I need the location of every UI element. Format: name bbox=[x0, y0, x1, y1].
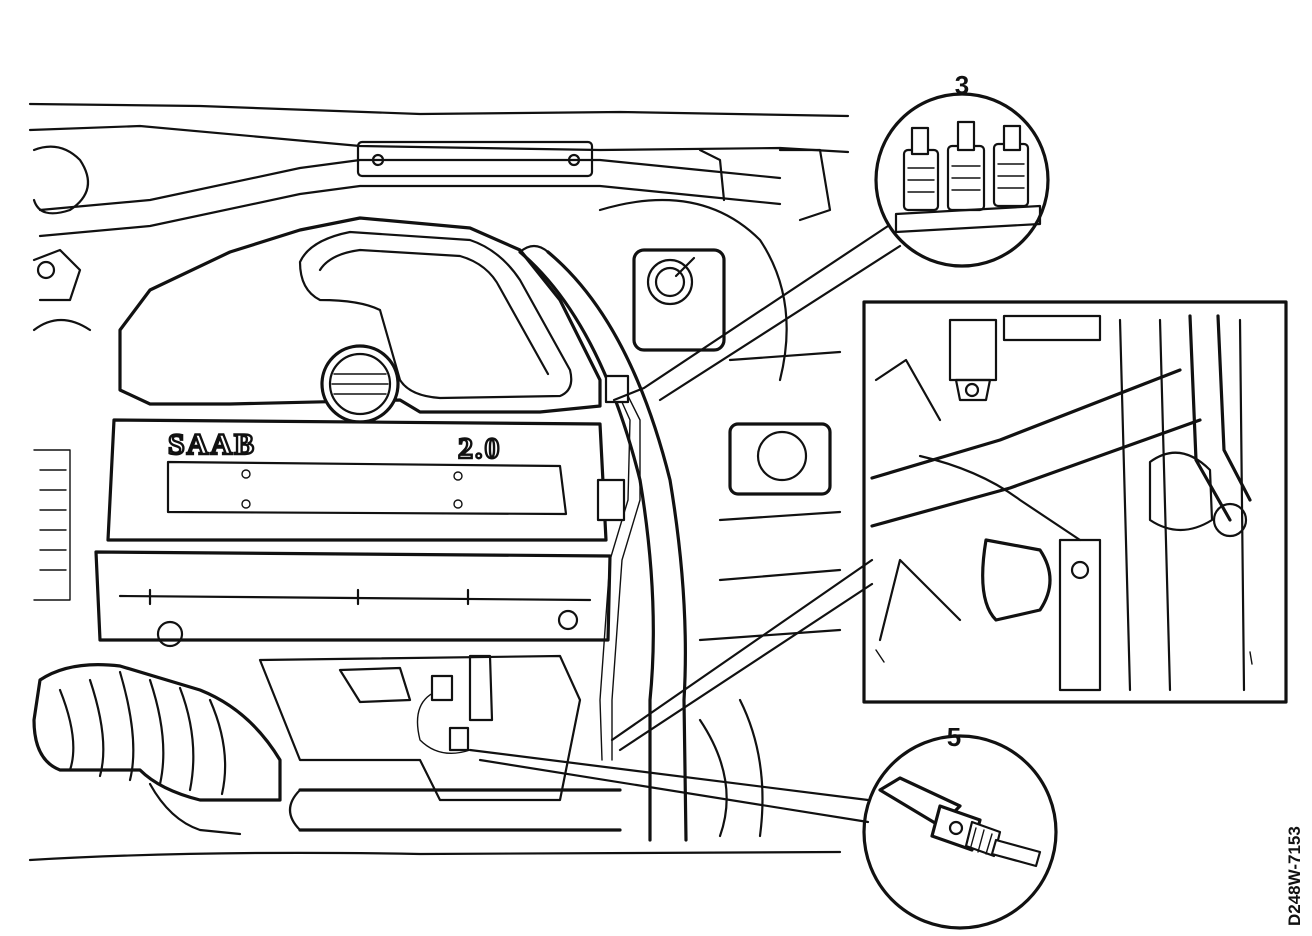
power-steering-reservoir bbox=[728, 422, 832, 496]
coolant-pipe bbox=[298, 788, 622, 832]
figure-code: D248W-7153 bbox=[1285, 826, 1304, 926]
brake-fluid-reservoir bbox=[632, 248, 726, 352]
intake-plenum-cover bbox=[118, 216, 602, 414]
displacement-badge: 2.0 bbox=[458, 432, 502, 465]
callout-label-3: 3 bbox=[955, 70, 969, 100]
relay-connectors bbox=[894, 120, 1042, 234]
sensor-detail: 5 bbox=[468, 722, 1058, 930]
sensor-location-inset bbox=[610, 300, 1288, 752]
brake-booster bbox=[598, 198, 788, 382]
air-intake-bellows bbox=[32, 663, 282, 802]
callout-label-5: 5 bbox=[947, 722, 961, 752]
inset-frame bbox=[862, 300, 1288, 704]
saab-logo: SAAB bbox=[168, 428, 256, 461]
engine-bay-main-view: SAAB 2.0 bbox=[28, 102, 850, 862]
firewall-edge bbox=[28, 102, 850, 118]
cylinder-head bbox=[94, 550, 612, 642]
relay-detail: 3 bbox=[612, 70, 1050, 402]
valve-cover bbox=[106, 418, 608, 542]
wiring-harness bbox=[599, 379, 631, 761]
strut-brace bbox=[38, 158, 782, 212]
oxygen-sensor-inset bbox=[981, 538, 1052, 622]
oxygen-sensor bbox=[878, 776, 1042, 868]
